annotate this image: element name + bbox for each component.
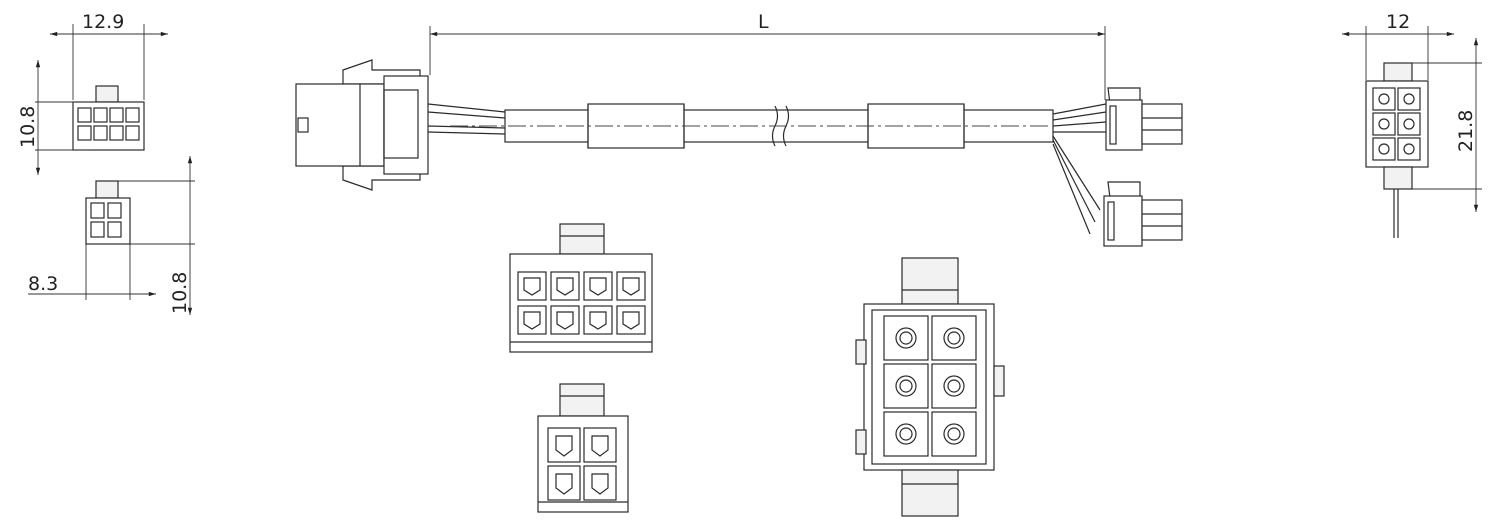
- small-4pin-front-view: 10.8 8.3: [28, 156, 195, 315]
- dim-12: 12: [1386, 11, 1410, 33]
- right-connector-lower: [1103, 181, 1183, 247]
- dim-10-8-top: 10.8: [17, 106, 39, 148]
- small-8pin-front-view: 12.9 10.8: [17, 11, 168, 175]
- dim-10-8-side: 10.8: [169, 272, 191, 314]
- dim-8-3: 8.3: [28, 273, 58, 295]
- left-housing: [295, 59, 429, 191]
- cable-side-view: L: [295, 11, 1183, 247]
- cable-jacket: [450, 103, 1054, 149]
- enlarged-pin-grid-8: [517, 271, 646, 335]
- end-6pin-view: 12 21.8: [1341, 11, 1482, 238]
- enlarged-4pin-view: [537, 383, 629, 513]
- right-connector-upper: [1105, 87, 1183, 151]
- enlarged-6pin-view: [855, 257, 1005, 517]
- enlarged-8pin-view: [509, 223, 653, 353]
- pin-grid-8: [77, 107, 140, 141]
- dim-12-9: 12.9: [82, 11, 124, 33]
- dim-21-8: 21.8: [1455, 110, 1477, 152]
- dim-L: L: [758, 11, 769, 33]
